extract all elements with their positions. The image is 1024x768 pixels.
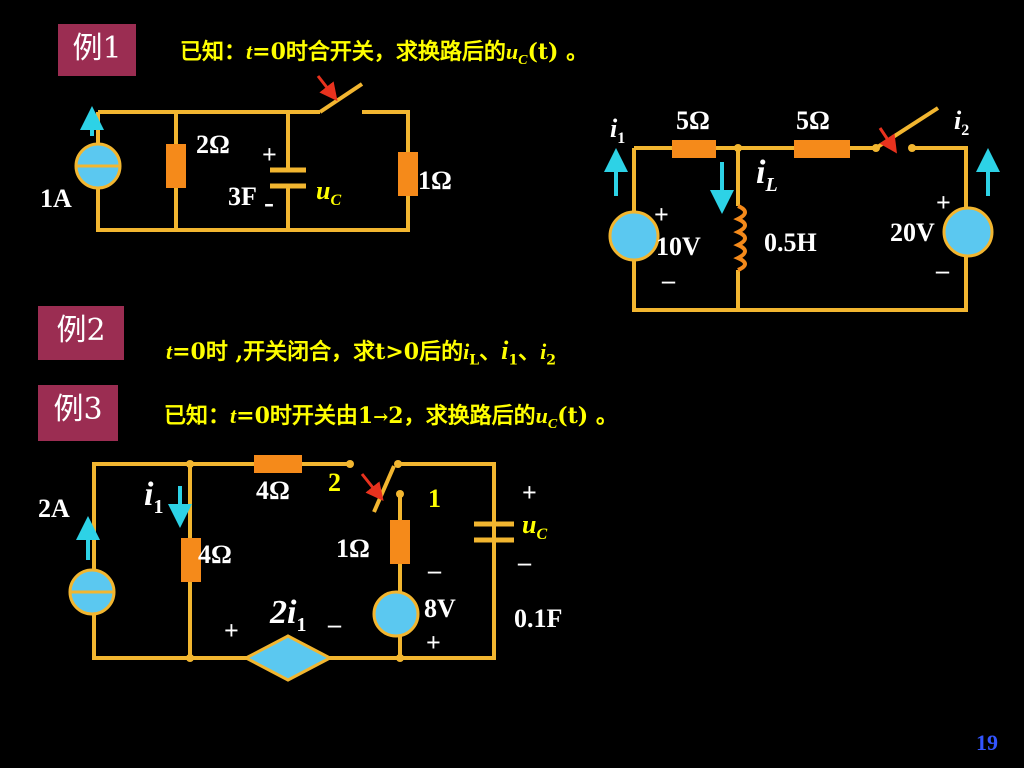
c1-uc-label: uC bbox=[316, 176, 342, 210]
c3-dependent-source-label: 2i1 bbox=[270, 594, 307, 636]
c3-switch-contact-2 bbox=[346, 460, 354, 468]
example2-problem-text: t=0时 ,开关闭合，求t>0后的iL、i1、i2 bbox=[166, 336, 556, 369]
c1-r2-label: 2Ω bbox=[196, 130, 230, 159]
c3-node-dot-bottom-left bbox=[186, 654, 194, 662]
c3-switch-pos-1: 1 bbox=[428, 484, 441, 513]
circuit2 bbox=[632, 106, 968, 312]
c3-r4-top-label: 4Ω bbox=[256, 476, 290, 505]
c2-il-label: iL bbox=[756, 154, 778, 196]
c3-node-dot-top bbox=[186, 460, 194, 468]
c2-minus-left: – bbox=[662, 266, 675, 295]
c3-switch-arrow bbox=[360, 473, 384, 502]
c3-dep-minus: – bbox=[328, 610, 341, 639]
c3-r1-label: 1Ω bbox=[336, 534, 370, 563]
c2-voltage-source-20v bbox=[942, 206, 994, 258]
c1-source-label: 1A bbox=[40, 184, 72, 213]
c3-dep-plus: + bbox=[224, 616, 239, 645]
c3-plus-bottom: + bbox=[426, 628, 441, 657]
c2-inductor-label: 0.5H bbox=[764, 228, 817, 257]
c3-r4-left-label: 4Ω bbox=[198, 540, 232, 569]
example2-badge: 例2 bbox=[38, 306, 124, 360]
page-number: 19 bbox=[976, 730, 998, 755]
c3-resistor-4ohm-top bbox=[254, 455, 302, 473]
c2-inductor-coil bbox=[733, 204, 747, 272]
c2-resistor-5ohm-right bbox=[794, 140, 850, 158]
c3-voltage-source-8v bbox=[372, 590, 420, 638]
c2-switch-contact-right bbox=[908, 144, 916, 152]
circuit3 bbox=[92, 462, 496, 660]
c2-voltage-source-10v bbox=[608, 210, 660, 262]
c2-i1-label: i1 bbox=[610, 114, 626, 148]
c3-i1-label: i1 bbox=[144, 476, 164, 518]
c1-current-source-1a bbox=[74, 142, 122, 190]
c1-r1-label: 1Ω bbox=[418, 166, 452, 195]
c3-wire-top-right bbox=[318, 462, 496, 660]
c2-resistor-5ohm-left bbox=[672, 140, 716, 158]
example1-badge: 例1 bbox=[58, 24, 136, 76]
c1-switch-arrow bbox=[316, 75, 338, 102]
c3-node-dot-bottom-right bbox=[396, 654, 404, 662]
example3-badge: 例3 bbox=[38, 385, 118, 441]
c2-plus-left: + bbox=[654, 200, 669, 229]
c3-switch-contact-pivot bbox=[394, 460, 402, 468]
c1-minus-sign: - bbox=[264, 186, 274, 219]
c3-uc-label: uC bbox=[522, 510, 548, 544]
c1-plus-sign: + bbox=[262, 140, 277, 169]
c3-minus-mid: – bbox=[428, 556, 441, 585]
c2-node-dot bbox=[734, 144, 742, 152]
c3-switch-contact-1 bbox=[396, 490, 404, 498]
c3-current-source-2a bbox=[68, 568, 116, 616]
c1-resistor-2ohm bbox=[166, 144, 186, 188]
c1-cap-label: 3F bbox=[228, 182, 257, 211]
c3-resistor-4ohm-left bbox=[181, 538, 201, 582]
c2-switch-arrow bbox=[878, 127, 897, 154]
c3-switch-blade bbox=[372, 465, 396, 513]
c2-plus-right: + bbox=[936, 188, 951, 217]
c3-minus-c: – bbox=[518, 548, 531, 577]
c3-source-label: 2A bbox=[38, 494, 70, 523]
c2-r5-right-label: 5Ω bbox=[796, 106, 830, 135]
c3-cap-label: 0.1F bbox=[514, 604, 563, 633]
c3-resistor-1ohm bbox=[390, 520, 410, 564]
c2-switch-blade bbox=[874, 106, 940, 150]
c2-20v-label: 20V bbox=[890, 218, 935, 247]
c3-dependent-source bbox=[242, 634, 334, 682]
c3-plus-c: + bbox=[522, 478, 537, 507]
c2-switch-contact-left bbox=[872, 144, 880, 152]
c2-i2-label: i2 bbox=[954, 106, 970, 140]
c1-resistor-1ohm bbox=[398, 152, 418, 196]
c2-minus-right: – bbox=[936, 256, 949, 285]
c3-switch-pos-2: 2 bbox=[328, 468, 341, 497]
example3-problem-text: 已知：t=0时开关由1→2，求换路后的uC(t) 。 bbox=[164, 403, 618, 433]
c3-wire-outer bbox=[92, 462, 350, 660]
c1-switch-blade bbox=[318, 82, 364, 114]
c1-wire-top-right bbox=[96, 110, 410, 232]
example1-problem-text: 已知：t=0时合开关，求换路后的uC(t) 。 bbox=[180, 39, 589, 69]
c2-10v-label: 10V bbox=[656, 232, 701, 261]
c3-8v-label: 8V bbox=[424, 594, 456, 623]
c2-r5-left-label: 5Ω bbox=[676, 106, 710, 135]
